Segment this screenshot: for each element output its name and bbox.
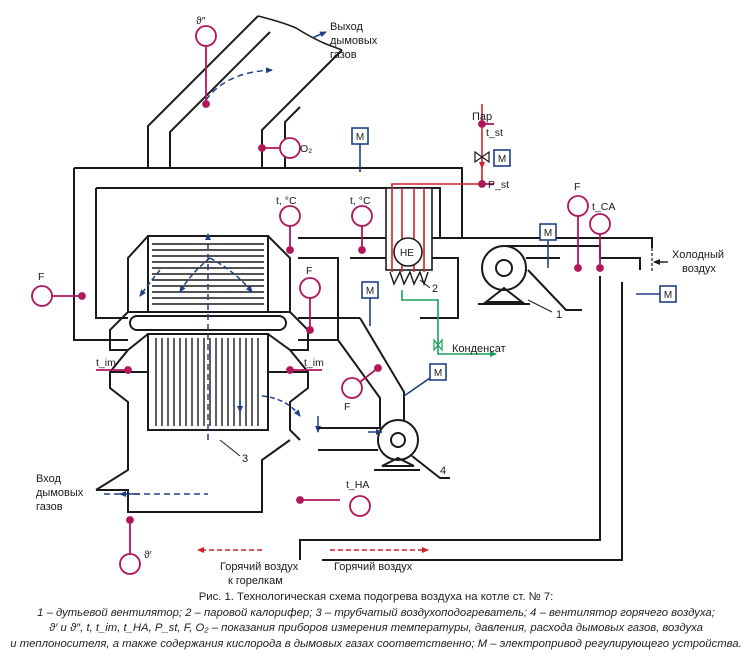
hot-air-fan-4 [318,317,450,479]
svg-text:дымовых: дымовых [330,35,378,47]
svg-text:M: M [434,368,442,379]
svg-text:Холодный: Холодный [672,249,724,261]
exhaust-duct [147,15,343,168]
svg-text:Пар: Пар [472,111,492,123]
cold-air-inlet [651,248,668,272]
svg-text:O₂: O₂ [300,143,312,155]
drive-labels: M M M M M M [356,132,672,379]
svg-text:F: F [574,181,580,193]
svg-text:M: M [498,154,506,165]
svg-text:дымовых: дымовых [36,487,84,499]
svg-text:M: M [544,228,552,239]
instruments [31,25,611,575]
drives [351,127,677,397]
caption-line-2: ϑ′ и ϑ″, t, t_im, t_HA, P_st, F, O₂ – по… [49,622,703,634]
instrument-labels: ϑ″ ϑ′ O₂ t_st P_st t, °C t, °C F F F F t… [38,15,615,561]
caption-title: Рис. 1. Технологическая схема подогрева … [198,591,554,603]
svg-text:t, °C: t, °C [276,195,297,207]
svg-text:t, °C: t, °C [350,195,371,207]
figure-caption: Рис. 1. Технологическая схема подогрева … [8,590,744,652]
svg-text:Горячий воздух: Горячий воздух [334,561,413,573]
svg-text:M: M [366,286,374,297]
svg-text:t_CA: t_CA [592,201,615,213]
tubular-air-heater-3 [95,233,321,513]
svg-text:4: 4 [440,465,446,477]
svg-text:газов: газов [36,501,63,513]
svg-text:F: F [306,265,312,277]
steam-heater-2 [385,104,497,357]
svg-text:Конденсат: Конденсат [452,343,506,355]
svg-text:Выход: Выход [330,21,363,33]
component-numbers: 1 2 3 4 [242,283,562,477]
hot-air-arrows [119,491,429,553]
svg-text:F: F [344,401,350,413]
svg-text:газов: газов [330,49,357,61]
svg-text:Вход: Вход [36,473,61,485]
draft-fan-1 [478,237,601,311]
process-labels: Выход дымовых газов Вход дымовых газов П… [36,21,724,587]
process-diagram: M M M M M M Выход дымовых газов Вход дым… [31,15,724,587]
svg-text:t_HA: t_HA [346,479,369,491]
caption-line-1: 1 – дутьевой вентилятор; 2 – паровой кал… [37,606,715,619]
svg-text:ϑ″: ϑ″ [196,15,206,27]
svg-text:F: F [38,271,44,283]
number-leaders [219,279,553,457]
svg-text:воздух: воздух [682,263,716,275]
svg-text:1: 1 [556,309,562,321]
svg-text:Горячий воздух: Горячий воздух [220,561,299,573]
svg-text:P_st: P_st [488,179,509,191]
svg-text:M: M [664,290,672,301]
svg-text:НЕ: НЕ [400,248,414,259]
svg-text:ϑ′: ϑ′ [144,549,152,561]
svg-text:t_st: t_st [486,127,503,139]
svg-text:2: 2 [432,283,438,295]
svg-text:M: M [356,132,364,143]
caption-line-3: и теплоносителя, а также содержания кисл… [10,637,742,650]
svg-text:к горелкам: к горелкам [228,575,283,587]
svg-text:t_im: t_im [304,357,324,369]
svg-text:3: 3 [242,453,248,465]
svg-text:t_im: t_im [96,357,116,369]
